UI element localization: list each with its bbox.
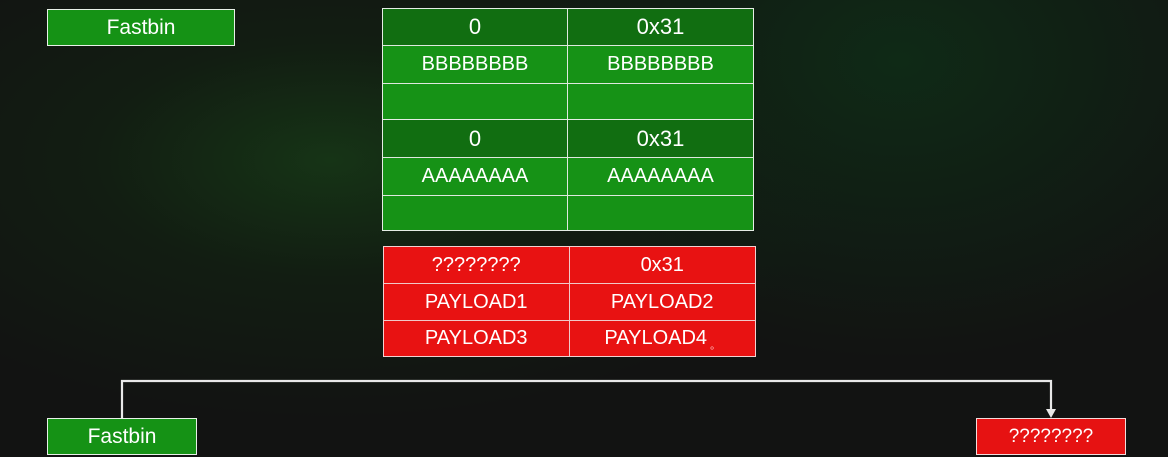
fake-chunk-prev-size: ???????? xyxy=(384,247,570,284)
trailing-dot-mark: 。 xyxy=(710,341,721,352)
fastbin-top-label: Fastbin xyxy=(47,9,235,46)
fastbin-bottom-label: Fastbin xyxy=(47,418,197,455)
fake-chunk-payload2: PAYLOAD2 xyxy=(569,284,755,321)
chunk-a-fd: AAAAAAAA xyxy=(383,158,568,196)
chunk-b-prev-size: 0 xyxy=(383,9,568,46)
fake-chunk-payload4: PAYLOAD4 xyxy=(604,327,708,349)
arrow-head-icon xyxy=(1046,409,1056,418)
chunk-a-empty-right xyxy=(568,196,753,230)
fake-chunk: ???????? 0x31 PAYLOAD1 PAYLOAD2 PAYLOAD3… xyxy=(383,246,756,357)
fake-chunk-size: 0x31 xyxy=(569,247,755,284)
chunk-b-fd: BBBBBBBB xyxy=(383,46,568,84)
fake-chunk-payload1: PAYLOAD1 xyxy=(384,284,570,321)
chunk-b-empty-left xyxy=(383,84,568,119)
chunk-b-size: 0x31 xyxy=(568,9,753,46)
fake-chunk-payload4-cell: PAYLOAD4。 xyxy=(569,321,755,356)
chunk-b-bk: BBBBBBBB xyxy=(568,46,753,84)
chunk-a-size: 0x31 xyxy=(568,120,753,158)
chunk-a-empty-left xyxy=(383,196,568,230)
chunk-b-empty-right xyxy=(568,84,753,119)
fastbin-target-chunk: ???????? xyxy=(976,418,1126,455)
chunk-a-prev-size: 0 xyxy=(383,120,568,158)
chunk-a-bk: AAAAAAAA xyxy=(568,158,753,196)
fake-chunk-payload3: PAYLOAD3 xyxy=(384,321,570,356)
chunk-b: 0 0x31 BBBBBBBB BBBBBBBB xyxy=(382,8,754,120)
chunk-a: 0 0x31 AAAAAAAA AAAAAAAA xyxy=(382,119,754,231)
